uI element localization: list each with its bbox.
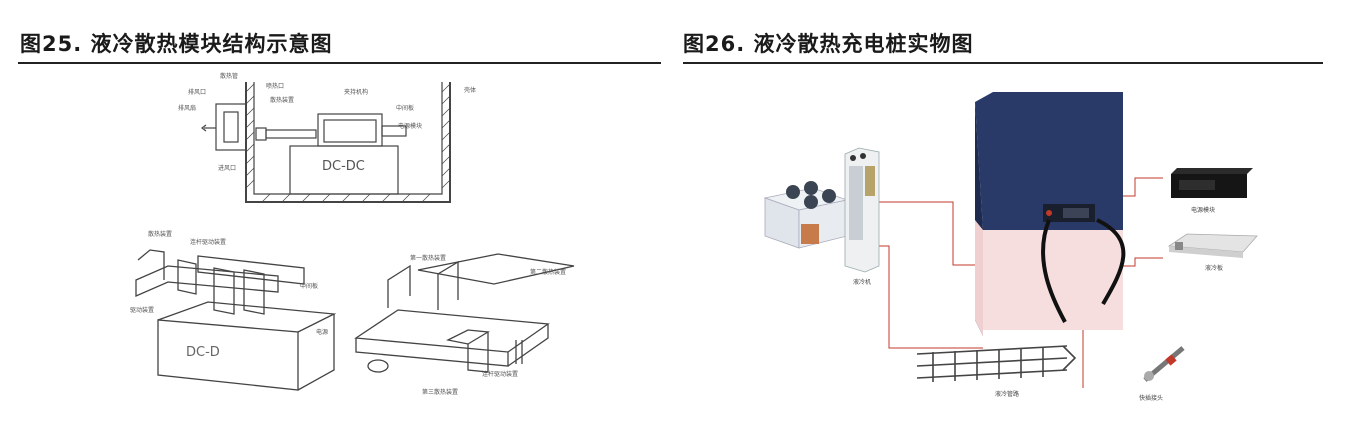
label-power-module: 电源模块 bbox=[1191, 206, 1215, 214]
label-dcdc-top: DC-DC bbox=[322, 159, 365, 174]
isometric-assembly-right bbox=[354, 253, 575, 373]
label-mid-part: 中间板 bbox=[300, 282, 318, 290]
label-heat-device: 散热装置 bbox=[270, 96, 294, 104]
label-cold-plate: 液冷板 bbox=[1205, 264, 1223, 272]
label-heat-pipe: 散热管 bbox=[220, 72, 238, 80]
label-bottom-driver: 连杆驱动装置 bbox=[482, 370, 518, 378]
label-module: 电源 bbox=[316, 328, 328, 336]
label-inlet: 进风口 bbox=[218, 164, 236, 172]
power-cabinet-unit bbox=[844, 147, 880, 273]
label-second-heat: 第二散热装置 bbox=[530, 268, 566, 276]
label-clamp-mechanism: 夹持机构 bbox=[344, 88, 368, 96]
title-divider-left bbox=[18, 62, 661, 64]
label-dcdc-small: DC-D bbox=[186, 345, 220, 360]
label-third-heat: 第三散热装置 bbox=[422, 388, 458, 396]
label-power-module: 电源模块 bbox=[398, 122, 422, 130]
label-top-left-device: 散热装置 bbox=[148, 230, 172, 238]
power-module-unit bbox=[1171, 168, 1253, 198]
top-section-view bbox=[201, 82, 451, 203]
label-piping: 液冷管路 bbox=[995, 390, 1019, 398]
charging-pile-cabinet bbox=[975, 92, 1126, 336]
label-linkage-device: 连杆驱动装置 bbox=[190, 238, 226, 246]
label-exhaust-port: 排风口 bbox=[188, 88, 206, 96]
quick-connector bbox=[1143, 346, 1185, 382]
liquid-cooling-charger-photo: 液冷机 电源模块 液冷板 液冷管路 快插接头 bbox=[763, 92, 1258, 402]
label-connector: 快插接头 bbox=[1139, 394, 1163, 402]
title-divider-right bbox=[683, 62, 1323, 64]
chiller-unit bbox=[763, 181, 849, 249]
label-chiller: 液冷机 bbox=[853, 278, 871, 286]
label-side-port: 喷热口 bbox=[266, 82, 284, 90]
piping-grid bbox=[916, 345, 1077, 382]
label-first-heat: 第一散热装置 bbox=[410, 254, 446, 262]
isometric-assembly-left bbox=[135, 249, 337, 391]
figure-25-title: 图25. 液冷散热模块结构示意图 bbox=[20, 32, 333, 56]
label-fan: 排风扇 bbox=[178, 104, 196, 112]
cold-plate-unit bbox=[1167, 233, 1258, 258]
label-driver: 驱动装置 bbox=[130, 306, 154, 314]
label-middle-plate: 中间板 bbox=[396, 104, 414, 112]
figure-26-title: 图26. 液冷散热充电桩实物图 bbox=[683, 32, 974, 56]
liquid-cooling-module-schematic: 散热管 排风口 喷热口 排风扇 散热装置 夹持机构 中间板 电源模块 壳体 进风… bbox=[130, 72, 575, 396]
label-housing: 壳体 bbox=[464, 86, 476, 94]
